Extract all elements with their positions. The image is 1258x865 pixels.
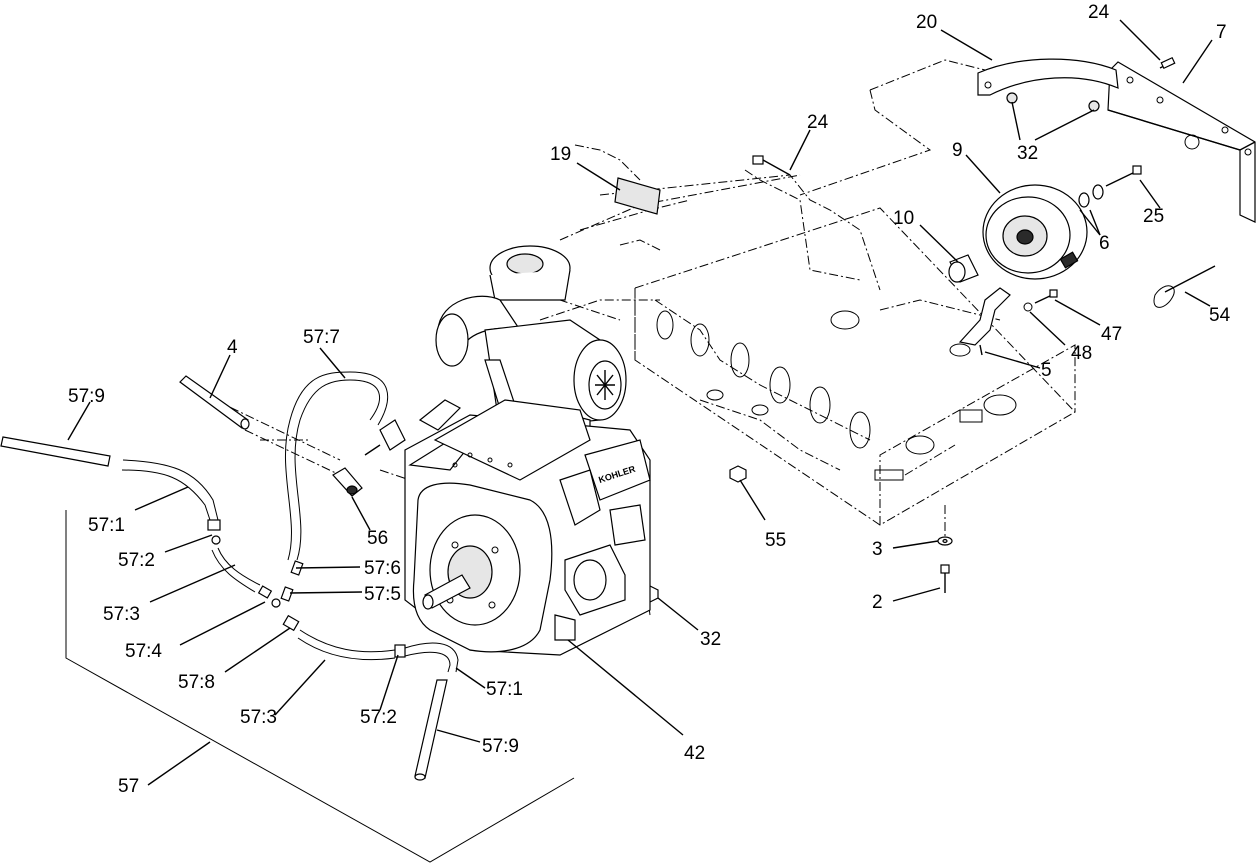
leader-lines xyxy=(67,19,1213,786)
callout-19: 19 xyxy=(550,144,571,165)
callout-25: 25 xyxy=(1143,206,1164,227)
oil-switch xyxy=(332,467,363,497)
engine: KOHLER xyxy=(364,245,651,656)
callout-55: 55 xyxy=(765,530,786,551)
hose-assembly xyxy=(0,371,575,863)
idler-arm xyxy=(958,287,1058,356)
washers-bolt xyxy=(1078,165,1142,208)
callout-57-9-left: 57:9 xyxy=(68,386,105,407)
electric-clutch xyxy=(982,184,1088,280)
callout-48: 48 xyxy=(1071,343,1092,364)
bolt-24 xyxy=(752,155,791,176)
callout-57-1-left: 57:1 xyxy=(88,515,125,536)
callout-4: 4 xyxy=(227,337,238,358)
callout-5: 5 xyxy=(1041,360,1052,381)
callout-57-3-bottom: 57:3 xyxy=(240,707,277,728)
drain-tube-4 xyxy=(179,375,250,430)
bracket-plate xyxy=(1107,61,1256,223)
callout-6: 6 xyxy=(1099,233,1110,254)
callout-24: 24 xyxy=(807,112,829,133)
callout-47: 47 xyxy=(1101,324,1122,345)
callout-9: 9 xyxy=(952,140,963,161)
cable-tie xyxy=(1153,265,1216,308)
nut-55 xyxy=(729,465,747,483)
callout-57-2-left: 57:2 xyxy=(118,550,155,571)
callout-3: 3 xyxy=(872,539,883,560)
callout-32: 32 xyxy=(700,629,721,650)
callout-57-5: 57:5 xyxy=(364,584,401,605)
callout-56: 56 xyxy=(367,528,388,549)
callout-32-top: 32 xyxy=(1017,143,1038,164)
callout-2: 2 xyxy=(872,592,883,613)
callout-7: 7 xyxy=(1216,22,1227,43)
washer-bolt-bottom xyxy=(937,536,953,593)
callout-57-4: 57:4 xyxy=(125,641,162,662)
callout-10: 10 xyxy=(893,208,914,229)
callout-57-7: 57:7 xyxy=(303,327,340,348)
callout-57-1-bottom: 57:1 xyxy=(486,679,523,700)
callout-57-8: 57:8 xyxy=(178,672,215,693)
callout-57-2-bottom: 57:2 xyxy=(360,707,397,728)
callout-54: 54 xyxy=(1209,305,1231,326)
callout-57-3-left: 57:3 xyxy=(103,604,140,625)
callout-57-9-bottom: 57:9 xyxy=(482,736,519,757)
belt-guide-arm xyxy=(977,56,1176,112)
spacer-10 xyxy=(948,254,979,283)
callout-20: 20 xyxy=(916,12,937,33)
callout-57: 57 xyxy=(118,776,139,797)
callout-42: 42 xyxy=(684,743,705,764)
callout-labels: 20 24 7 32 24 19 9 10 25 6 54 47 48 5 4 … xyxy=(68,2,1231,797)
callout-24-top: 24 xyxy=(1088,2,1110,23)
decal xyxy=(614,177,661,215)
callout-57-6: 57:6 xyxy=(364,558,401,579)
